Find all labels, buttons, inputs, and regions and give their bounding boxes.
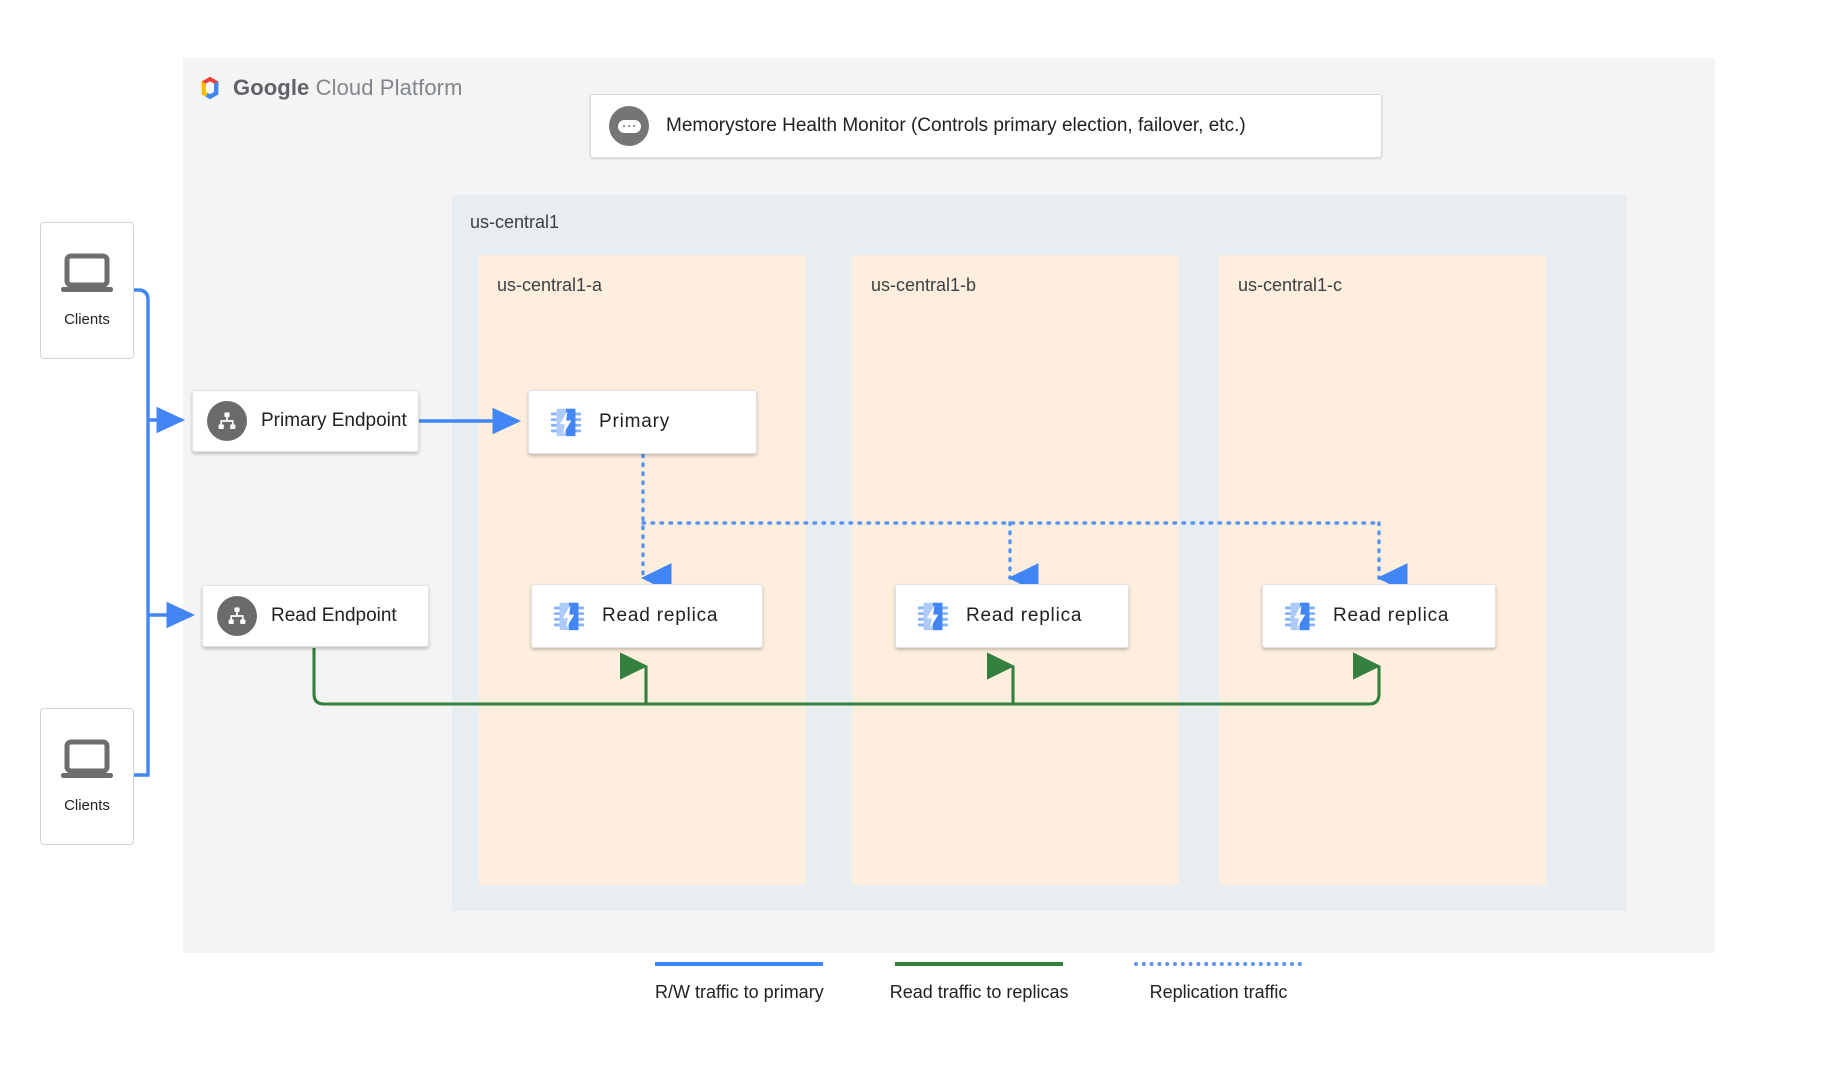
primary-node-label: Primary: [599, 411, 671, 432]
read-replica-label-b: Read replica: [966, 605, 1083, 626]
memorystore-chip-icon: [1284, 602, 1316, 631]
health-monitor-bar[interactable]: Memorystore Health Monitor (Controls pri…: [590, 94, 1382, 158]
legend-swatch-replication: [1134, 962, 1303, 966]
endpoint-hierarchy-icon: [217, 596, 257, 636]
read-endpoint-node[interactable]: Read Endpoint: [202, 585, 429, 647]
read-replica-label-a: Read replica: [602, 605, 719, 626]
health-monitor-icon: [609, 106, 649, 146]
endpoint-hierarchy-icon: [207, 401, 247, 441]
zone-label-a: us-central1-a: [497, 275, 603, 295]
legend-swatch-read: [895, 962, 1064, 966]
gcp-hexagon-logo-icon: [201, 76, 219, 100]
clients-box-bottom[interactable]: Clients: [40, 708, 134, 845]
legend-label-rw: R/W traffic to primary: [655, 982, 824, 1002]
read-endpoint-label: Read Endpoint: [271, 605, 397, 626]
laptop-icon: [61, 739, 113, 778]
zone-us-central1-a: [479, 255, 806, 885]
legend: R/W traffic to primary Read traffic to r…: [655, 962, 1303, 1003]
legend-item-read: Read traffic to replicas: [889, 962, 1069, 1003]
read-replica-node-c[interactable]: Read replica: [1262, 584, 1496, 648]
legend-item-replication: Replication traffic: [1134, 962, 1303, 1003]
laptop-icon: [61, 253, 113, 292]
read-replica-node-b[interactable]: Read replica: [895, 584, 1129, 648]
zone-us-central1-b: [852, 255, 1179, 885]
zone-us-central1-c: [1219, 255, 1546, 885]
primary-endpoint-label: Primary Endpoint: [261, 410, 407, 431]
zone-label-b: us-central1-b: [871, 275, 977, 295]
gcp-brand: Google Cloud Platform: [196, 74, 463, 102]
read-replica-node-a[interactable]: Read replica: [531, 584, 763, 648]
legend-swatch-rw: [655, 962, 824, 966]
clients-label-top: Clients: [64, 311, 110, 328]
memorystore-chip-icon: [917, 602, 949, 631]
zone-label-c: us-central1-c: [1238, 275, 1343, 295]
clients-box-top[interactable]: Clients: [40, 222, 134, 359]
legend-label-read: Read traffic to replicas: [889, 982, 1069, 1002]
primary-node[interactable]: Primary: [528, 390, 757, 454]
primary-endpoint-node[interactable]: Primary Endpoint: [192, 390, 419, 452]
region-label: us-central1: [470, 212, 560, 232]
clients-label-bottom: Clients: [64, 797, 110, 814]
legend-label-replication: Replication traffic: [1149, 982, 1288, 1002]
gcp-brand-google: Google: [233, 75, 310, 100]
read-replica-label-c: Read replica: [1333, 605, 1450, 626]
legend-item-rw: R/W traffic to primary: [655, 962, 824, 1003]
gcp-brand-cloud-platform: Cloud Platform: [315, 75, 463, 100]
memorystore-chip-icon: [550, 408, 582, 437]
health-monitor-label: Memorystore Health Monitor (Controls pri…: [666, 115, 1246, 136]
memorystore-chip-icon: [553, 602, 585, 631]
gcp-brand-text: Google Cloud Platform: [233, 75, 463, 101]
